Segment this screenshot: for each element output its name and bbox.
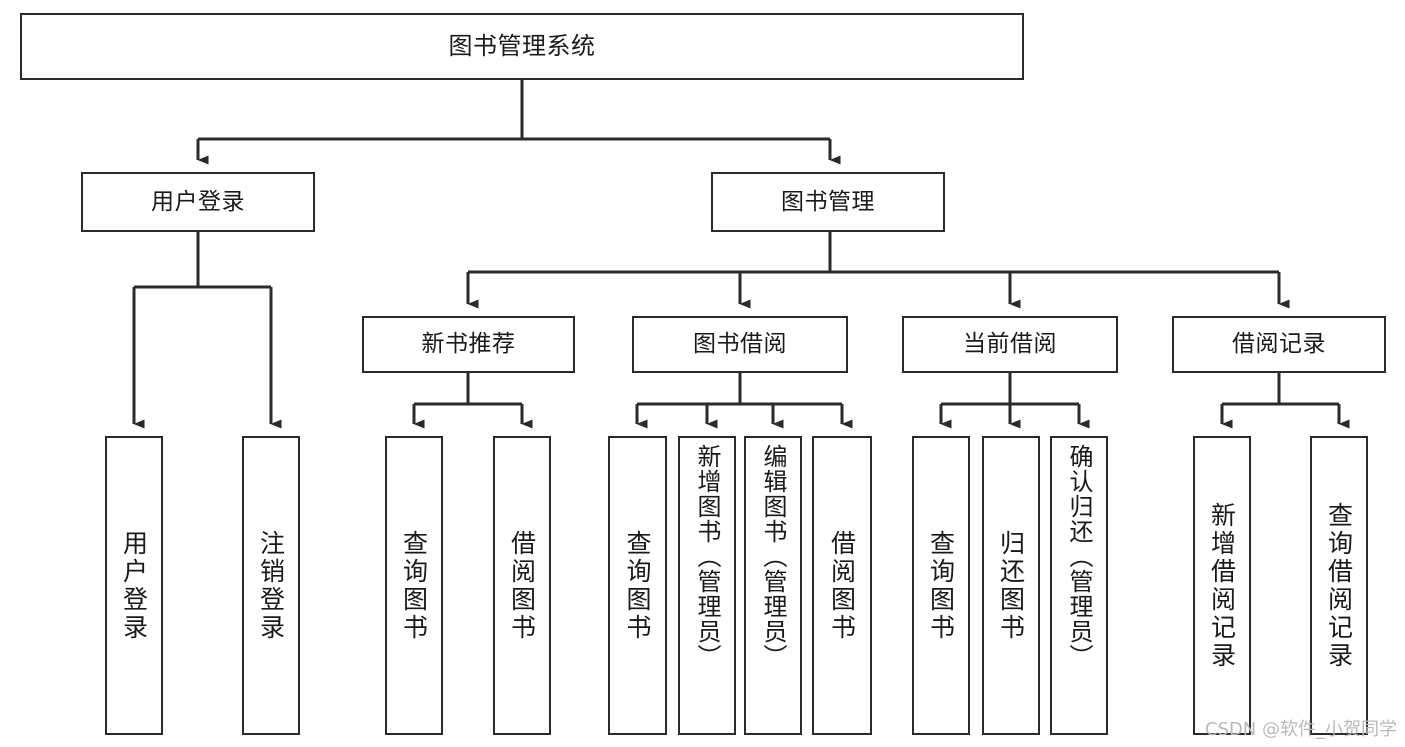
leaf-user-login-label: 用户登录 (119, 529, 149, 642)
leaf-add-borrow-record[interactable]: 新增借阅记录 (1193, 436, 1251, 735)
watermark-text: CSDN @软件_小贺同学 (1204, 719, 1397, 740)
leaf-return-book-label: 归还图书 (996, 529, 1026, 642)
leaf-add-book-admin[interactable]: 新增图书（管理员） (678, 436, 736, 735)
node-user-login[interactable]: 用户登录 (81, 172, 315, 232)
leaf-return-book[interactable]: 归还图书 (982, 436, 1040, 735)
node-root-system[interactable]: 图书管理系统 (20, 13, 1024, 80)
node-book-manage[interactable]: 图书管理 (711, 172, 945, 232)
node-borrow-records[interactable]: 借阅记录 (1172, 316, 1386, 373)
node-root-system-label: 图书管理系统 (448, 31, 596, 60)
leaf-query-book-current[interactable]: 查询图书 (912, 436, 970, 735)
leaf-confirm-return-admin[interactable]: 确认归还（管理员） (1050, 436, 1108, 735)
node-current-borrow-label: 当前借阅 (963, 331, 1057, 358)
leaf-query-book-borrow[interactable]: 查询图书 (608, 436, 667, 735)
leaf-borrow-book-recommend-label: 借阅图书 (507, 529, 537, 642)
leaf-logout-label: 注销登录 (256, 529, 286, 642)
leaf-edit-book-admin[interactable]: 编辑图书（管理员） (744, 436, 802, 735)
leaf-add-borrow-record-label: 新增借阅记录 (1207, 501, 1237, 670)
leaf-query-book-borrow-label: 查询图书 (623, 529, 652, 642)
leaf-add-book-admin-label: 新增图书（管理员） (693, 444, 721, 669)
leaf-query-book-current-label: 查询图书 (926, 529, 956, 642)
leaf-borrow-book-borrow-label: 借阅图书 (827, 529, 857, 642)
leaf-edit-book-admin-label: 编辑图书（管理员） (759, 444, 787, 669)
node-book-borrow[interactable]: 图书借阅 (632, 316, 848, 373)
node-book-borrow-label: 图书借阅 (693, 331, 787, 358)
leaf-query-book-recommend[interactable]: 查询图书 (385, 436, 443, 735)
leaf-query-borrow-record-label: 查询借阅记录 (1324, 501, 1354, 670)
node-user-login-label: 用户登录 (151, 188, 245, 215)
leaf-query-borrow-record[interactable]: 查询借阅记录 (1310, 436, 1368, 735)
leaf-confirm-return-admin-label: 确认归还（管理员） (1065, 444, 1093, 669)
node-new-book-recommend[interactable]: 新书推荐 (362, 316, 575, 373)
node-book-manage-label: 图书管理 (781, 188, 875, 215)
leaf-logout[interactable]: 注销登录 (242, 436, 300, 735)
node-current-borrow[interactable]: 当前借阅 (902, 316, 1118, 373)
leaf-user-login[interactable]: 用户登录 (105, 436, 163, 735)
leaf-borrow-book-borrow[interactable]: 借阅图书 (812, 436, 872, 735)
leaf-query-book-recommend-label: 查询图书 (399, 529, 429, 642)
node-borrow-records-label: 借阅记录 (1232, 331, 1326, 358)
leaf-borrow-book-recommend[interactable]: 借阅图书 (493, 436, 551, 735)
node-new-book-recommend-label: 新书推荐 (421, 331, 516, 358)
